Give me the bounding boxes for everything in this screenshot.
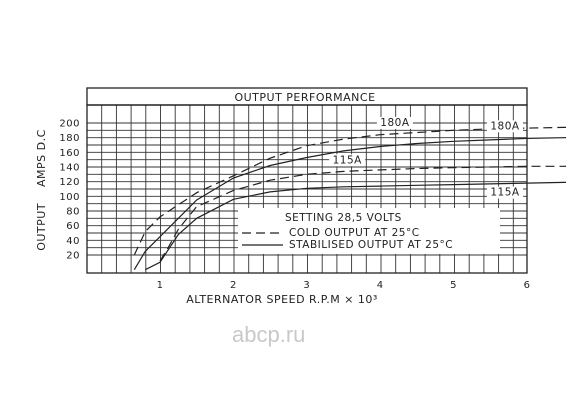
y-tick-label: 100	[59, 192, 80, 203]
y-tick-label: 140	[59, 163, 80, 174]
watermark-logo: abcp.ru	[232, 322, 305, 347]
y-axis-label: OUTPUT AMPS D.C	[35, 129, 48, 251]
series-label-180A: 180A	[380, 117, 410, 129]
series-labels: 180A 180A 115A 115A	[329, 116, 523, 199]
x-tick-label: 1	[157, 280, 164, 291]
series-label-background	[487, 186, 523, 199]
series-label-background	[376, 116, 413, 129]
x-tick-label: 3	[303, 280, 310, 291]
series-115A-dashed-line	[159, 165, 566, 262]
series-label-115A: 115A	[490, 187, 520, 199]
y-tick-labels: 20 40 60 80 100 120 140 160 180 200	[59, 119, 80, 262]
y-tick-label: 200	[59, 119, 80, 130]
y-tick-label: 40	[66, 236, 80, 247]
x-tick-labels: 1 2 3 4 5 6	[157, 280, 531, 291]
series-label-115A: 115A	[333, 154, 363, 166]
x-axis-label: ALTERNATOR SPEED R.P.M × 10³	[186, 293, 378, 306]
x-tick-label: 2	[230, 280, 237, 291]
y-tick-label: 160	[59, 148, 80, 159]
series-label-background	[487, 120, 523, 133]
y-tick-label: 120	[59, 177, 80, 188]
x-tick-label: 5	[450, 280, 457, 291]
curves	[133, 126, 566, 271]
series-115A-solid-line	[145, 181, 566, 271]
legend-background	[238, 208, 500, 254]
series-label-background	[329, 154, 366, 167]
plot-frame	[86, 104, 528, 274]
y-tick-label: 60	[66, 221, 80, 232]
legend-entry-cold: COLD OUTPUT AT 25°C	[289, 227, 420, 239]
legend-title: SETTING 28,5 VOLTS	[285, 212, 402, 224]
legend-entry-stabilised: STABILISED OUTPUT AT 25°C	[289, 239, 453, 251]
series-180A-dashed-line	[133, 126, 566, 256]
x-tick-label: 6	[524, 280, 531, 291]
series-180A-solid-line	[133, 137, 566, 271]
chart-title: OUTPUT PERFORMANCE	[234, 91, 375, 104]
y-tick-label: 180	[59, 133, 80, 144]
x-tick-label: 4	[377, 280, 384, 291]
y-tick-label: 80	[66, 207, 80, 218]
series-label-180A: 180A	[490, 120, 520, 132]
y-tick-label: 20	[66, 251, 80, 262]
legend: SETTING 28,5 VOLTS COLD OUTPUT AT 25°C S…	[238, 208, 500, 254]
